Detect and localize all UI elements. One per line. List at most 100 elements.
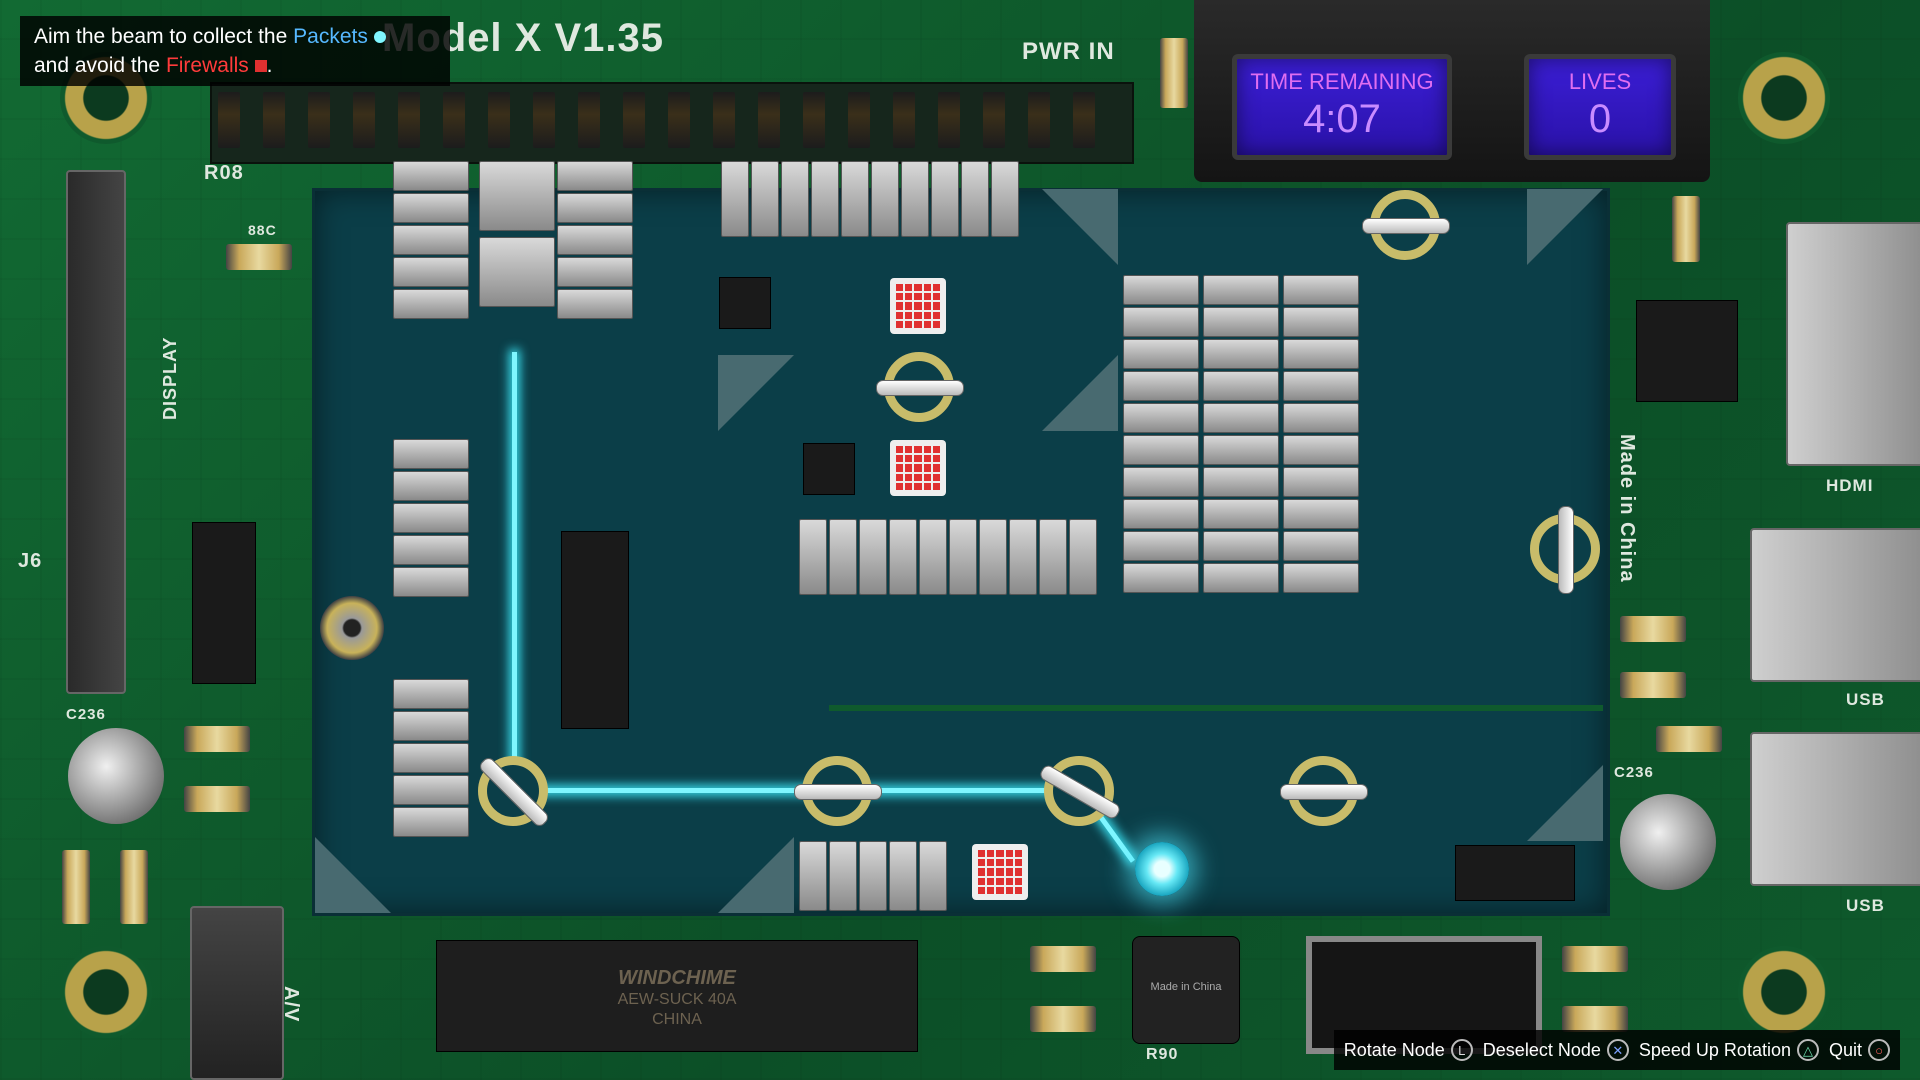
capacitor — [1562, 946, 1628, 972]
component-block — [799, 519, 827, 595]
firewall-cell — [978, 886, 986, 894]
firewall-cell — [987, 886, 995, 894]
component-block — [841, 161, 869, 237]
firewall-cell — [996, 877, 1004, 885]
firewall-cell — [1014, 859, 1022, 867]
firewall-cell — [932, 482, 940, 490]
time-remaining-label: TIME REMAINING — [1250, 69, 1434, 94]
component-block — [393, 535, 469, 565]
component-block — [393, 225, 469, 255]
component-block — [393, 471, 469, 501]
firewall-cell — [896, 446, 904, 454]
header-pin — [803, 92, 825, 148]
mirror-node-selected[interactable] — [1037, 756, 1123, 826]
firewall-cell — [1005, 859, 1013, 867]
speed-up-rotation-control[interactable]: Speed Up Rotation△ — [1639, 1039, 1819, 1061]
firewall-cell — [923, 293, 931, 301]
mirror-node[interactable] — [794, 756, 882, 826]
firewall-cell — [914, 293, 922, 301]
quit-control[interactable]: Quit○ — [1829, 1039, 1890, 1061]
firewall-cell — [914, 311, 922, 319]
mirror-node[interactable] — [1530, 506, 1600, 594]
firewall-cell — [896, 473, 904, 481]
firewall-cell — [896, 293, 904, 301]
firewall-cell — [932, 320, 940, 328]
component-block — [1123, 339, 1199, 369]
component-block — [829, 841, 857, 911]
header-pin — [1028, 92, 1050, 148]
component-block — [1123, 307, 1199, 337]
component-block — [1203, 371, 1279, 401]
component-block — [931, 161, 959, 237]
header-pin — [623, 92, 645, 148]
component-block — [393, 193, 469, 223]
component-block — [479, 161, 555, 231]
instruction-text: Aim the beam to collect the — [34, 25, 294, 48]
time-remaining-display: TIME REMAINING 4:07 — [1232, 54, 1452, 160]
component-block — [979, 519, 1007, 595]
left-ic-chip — [192, 522, 256, 684]
component-block — [557, 161, 633, 191]
windchime-chip: WINDCHIME AEW-SUCK 40A CHINA — [436, 940, 918, 1052]
component-block — [1203, 275, 1279, 305]
component-block — [393, 711, 469, 741]
firewall-cell — [923, 482, 931, 490]
component-block — [1283, 435, 1359, 465]
instruction-line-2: and avoid the Firewalls . — [34, 51, 436, 80]
instruction-text: and avoid the — [34, 54, 166, 77]
firewall-cell — [987, 859, 995, 867]
component-block — [1123, 435, 1199, 465]
component-block — [557, 225, 633, 255]
component-block — [393, 161, 469, 191]
header-pin — [443, 92, 465, 148]
mirror-node[interactable] — [477, 755, 551, 829]
component-block — [919, 519, 947, 595]
component-block — [393, 567, 469, 597]
component-block — [889, 841, 917, 911]
firewall-cell — [932, 293, 940, 301]
mirror-node[interactable] — [1280, 756, 1368, 826]
header-pin — [533, 92, 555, 148]
header-pin — [488, 92, 510, 148]
component-block — [859, 841, 887, 911]
firewall-cell — [996, 850, 1004, 858]
firewall-cell — [905, 446, 913, 454]
mirror-node[interactable] — [1362, 190, 1450, 260]
instructions-box: Aim the beam to collect the Packets and … — [20, 16, 450, 86]
component-block — [393, 503, 469, 533]
header-pin — [308, 92, 330, 148]
firewall-cell — [1014, 877, 1022, 885]
firewall-cell — [914, 284, 922, 292]
firewall-cell — [905, 320, 913, 328]
deselect-node-control[interactable]: Deselect Node✕ — [1483, 1039, 1629, 1061]
firewall-cell — [932, 446, 940, 454]
component-block — [1283, 403, 1359, 433]
component-block — [889, 519, 917, 595]
corner-deflector — [315, 837, 391, 913]
av-jack — [190, 906, 284, 1080]
capacitor — [1620, 616, 1686, 642]
component-block — [393, 679, 469, 709]
firewall-cell — [896, 464, 904, 472]
corner-deflector — [1527, 765, 1603, 841]
firewall-cell — [923, 320, 931, 328]
hdmi-port — [1786, 222, 1920, 466]
c236-label: C236 — [66, 706, 106, 723]
component-block — [781, 161, 809, 237]
capacitor — [184, 726, 250, 752]
firewall-cell — [996, 859, 1004, 867]
header-pin — [218, 92, 240, 148]
pwr-in-label: PWR IN — [1022, 38, 1115, 65]
firewall — [890, 440, 946, 496]
firewall-cell — [896, 311, 904, 319]
mirror-node[interactable] — [876, 352, 964, 422]
hdmi-label: HDMI — [1826, 476, 1874, 495]
firewall-cell — [905, 302, 913, 310]
component-block — [961, 161, 989, 237]
capacitor — [62, 850, 90, 924]
header-pin — [263, 92, 285, 148]
usb-port — [1750, 732, 1920, 886]
chip-brand: WINDCHIME — [618, 967, 736, 989]
data-packet — [1135, 842, 1189, 896]
